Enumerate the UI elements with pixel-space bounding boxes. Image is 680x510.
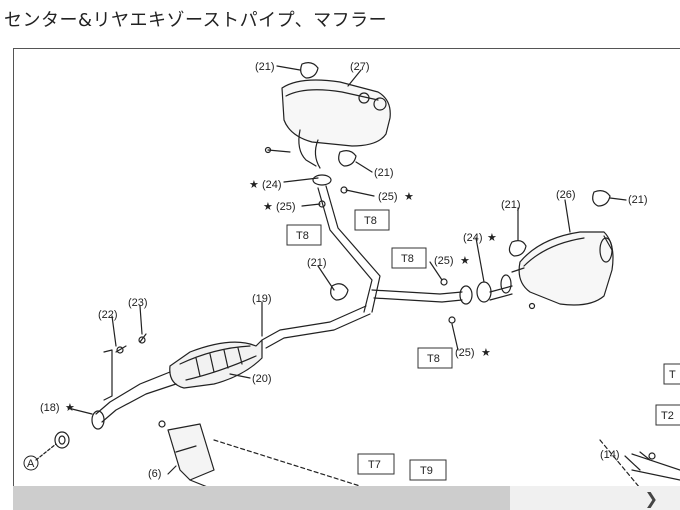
callout-24a: (24) bbox=[262, 179, 282, 191]
scrollbar-thumb[interactable] bbox=[13, 486, 510, 510]
torque-box-t7: T7 bbox=[357, 453, 395, 475]
muffler-27 bbox=[281, 79, 391, 169]
converter-20 bbox=[169, 339, 263, 389]
torque-box-t8b: T8 bbox=[286, 224, 322, 246]
chevron-right-icon[interactable]: ❯ bbox=[644, 489, 658, 508]
svg-text:T8: T8 bbox=[401, 253, 414, 265]
callout-25c: (25) bbox=[434, 255, 454, 267]
callout-25a: (25) bbox=[378, 191, 398, 203]
center-pipe bbox=[261, 185, 463, 349]
svg-text:T8: T8 bbox=[364, 215, 377, 227]
callout-24b: (24) bbox=[463, 232, 483, 244]
star-24b: ★ bbox=[487, 232, 497, 244]
callout-23: (23) bbox=[128, 297, 148, 309]
svg-text:T: T bbox=[669, 369, 676, 381]
callout-27: (27) bbox=[350, 61, 370, 73]
star-25b: ★ bbox=[263, 201, 273, 213]
exhaust-diagram: (21) (27) (21) ★ (24) (25) ★ ★ (25) (21)… bbox=[23, 61, 680, 488]
callout-21e: (21) bbox=[307, 257, 327, 269]
torque-box-t8a: T8 bbox=[354, 209, 390, 231]
callout-20: (20) bbox=[252, 373, 272, 385]
ref-a-circle bbox=[23, 455, 39, 471]
muffler-26 bbox=[500, 231, 614, 306]
callout-19: (19) bbox=[252, 293, 272, 305]
diagram-frame bbox=[13, 48, 680, 489]
torque-box-t2: T2 bbox=[655, 404, 680, 426]
page-title: センター&リヤエキゾーストパイプ、マフラー bbox=[4, 10, 388, 31]
star-25d: ★ bbox=[481, 347, 491, 359]
callout-21a: (21) bbox=[255, 61, 275, 73]
callout-14: (14) bbox=[600, 449, 620, 461]
ref-a-label: A bbox=[27, 458, 35, 470]
callout-25b: (25) bbox=[276, 201, 296, 213]
torque-box-t9: T9 bbox=[409, 459, 447, 481]
callout-21b: (21) bbox=[374, 167, 394, 179]
svg-text:T8: T8 bbox=[427, 353, 440, 365]
star-18: ★ bbox=[65, 402, 75, 414]
callout-18: (18) bbox=[40, 402, 60, 414]
callout-26: (26) bbox=[556, 189, 576, 201]
star-24a: ★ bbox=[249, 179, 259, 191]
hanger-21d bbox=[592, 190, 611, 207]
callout-22: (22) bbox=[98, 309, 118, 321]
callout-21c: (21) bbox=[501, 199, 521, 211]
torque-box-t8c: T8 bbox=[391, 247, 427, 269]
callout-21d: (21) bbox=[628, 194, 648, 206]
callout-6: (6) bbox=[148, 468, 161, 480]
hanger-21c bbox=[508, 240, 527, 257]
svg-text:T8: T8 bbox=[296, 230, 309, 242]
torque-box-t8d: T8 bbox=[417, 347, 453, 369]
torque-box-t1: T bbox=[663, 363, 680, 385]
hanger-21a bbox=[300, 62, 319, 79]
star-25a: ★ bbox=[404, 191, 414, 203]
horizontal-scrollbar[interactable]: ❯ bbox=[13, 486, 680, 510]
hanger-21e bbox=[330, 283, 349, 301]
svg-text:T7: T7 bbox=[368, 459, 381, 471]
svg-text:T2: T2 bbox=[661, 410, 674, 422]
hanger-21b bbox=[338, 150, 357, 167]
callout-25d: (25) bbox=[455, 347, 475, 359]
star-25c: ★ bbox=[460, 255, 470, 267]
svg-text:T9: T9 bbox=[420, 465, 433, 477]
